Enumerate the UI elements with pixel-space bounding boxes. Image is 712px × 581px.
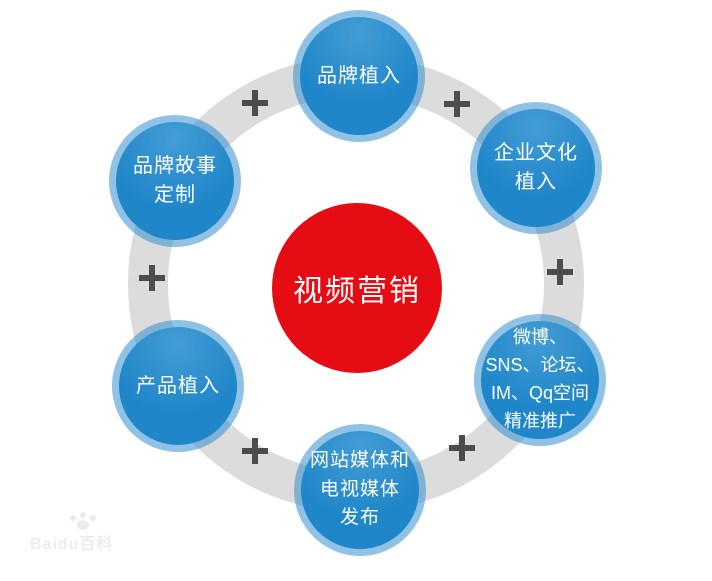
node-circle: 品牌植入 [300,17,418,135]
node-label: 产品植入 [136,374,220,397]
plus-icon [242,438,268,464]
node-social-precise-promotion: 微博、 SNS、论坛、 IM、Qq空间 精准推广 [474,314,606,446]
center-node-label: 视频营销 [293,275,421,308]
plus-icon [139,265,165,291]
plus-icon [242,90,268,116]
plus-bar-vertical [252,438,258,464]
node-label: 品牌植入 [317,64,401,87]
plus-bar-vertical [454,91,460,117]
node-label: 网站媒体和 电视媒体 发布 [309,450,410,529]
node-product-placement: 产品植入 [112,320,244,452]
baidu-baike-watermark: Baidu百科 [30,512,113,554]
node-circle: 网站媒体和 电视媒体 发布 [301,431,419,549]
plus-icon [449,435,475,461]
plus-bar-vertical [557,259,563,285]
paw-toe [80,512,86,518]
paw-toe [70,515,76,521]
node-brand-story-customization: 品牌故事 定制 [109,115,241,247]
node-label: 企业文化 植入 [494,142,578,193]
node-label: 品牌故事 定制 [133,155,217,206]
node-brand-placement: 品牌植入 [293,10,425,142]
baidu-paw-icon [70,512,96,532]
plus-icon [444,91,470,117]
plus-icon [547,259,573,285]
node-circle: 企业文化 植入 [477,109,595,227]
node-circle: 产品植入 [119,327,237,445]
center-node-video-marketing: 视频营销 [272,203,442,373]
node-corporate-culture-placement: 企业文化 植入 [470,102,602,234]
node-circle: 品牌故事 定制 [116,122,234,240]
plus-bar-vertical [149,265,155,291]
paw-toe [90,515,96,521]
watermark-text: Baidu百科 [30,536,114,553]
paw-pad [77,520,89,530]
plus-bar-vertical [252,90,258,116]
node-web-tv-media-release: 网站媒体和 电视媒体 发布 [294,424,426,556]
node-label: 微博、 SNS、论坛、 IM、Qq空间 精准推广 [485,327,595,431]
plus-bar-vertical [459,435,465,461]
node-circle: 微博、 SNS、论坛、 IM、Qq空间 精准推广 [481,321,599,439]
